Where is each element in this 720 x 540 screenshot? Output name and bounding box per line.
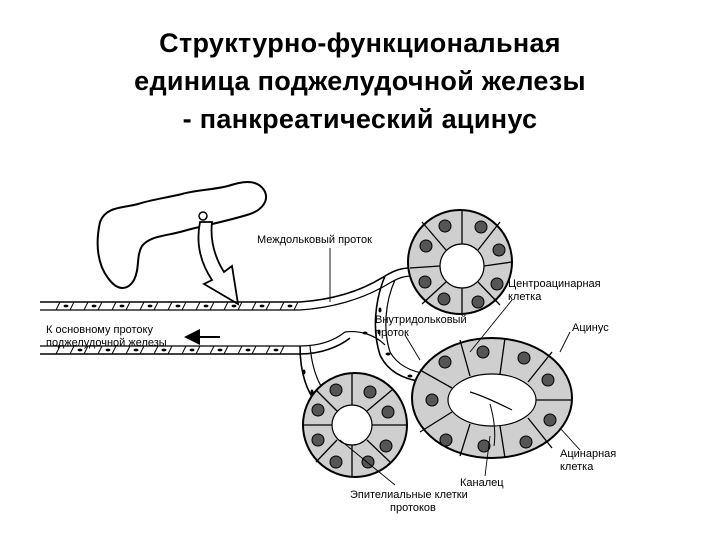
title-line-3: - панкреатический ацинус — [182, 104, 538, 134]
magnify-arrow — [197, 221, 240, 306]
label-acinus: Ацинус — [572, 322, 609, 334]
label-to-main-duct-1: К основному протоку — [46, 324, 153, 336]
label-epithelial-2: протоков — [390, 502, 436, 514]
label-interlobular-duct: Междольковый проток — [257, 234, 372, 246]
slide-title: Структурно-функциональная единица поджел… — [0, 24, 720, 138]
label-intralobular-1: Внутридольковый — [375, 314, 467, 326]
label-canaliculus: Каналец — [460, 477, 504, 489]
title-line-1: Структурно-функциональная — [159, 28, 561, 58]
pancreas-outline — [96, 181, 268, 289]
acinus-upper — [407, 209, 513, 315]
label-to-main-duct-2: поджелудочной железы — [46, 337, 167, 349]
label-intralobular-2: проток — [375, 327, 409, 339]
label-centroacinar-1: Центроацинарная — [508, 278, 601, 290]
leader-lines — [329, 248, 581, 486]
label-acinar-cell-2: клетка — [560, 461, 594, 473]
label-centroacinar-2: клетка — [508, 291, 542, 303]
label-acinar-cell-1: Ацинарная — [560, 448, 617, 460]
label-epithelial-1: Эпителиальные клетки — [350, 489, 468, 501]
title-line-2: единица поджелудочной железы — [134, 66, 586, 96]
acinus-right — [411, 337, 573, 459]
acinus-lower-left — [302, 372, 408, 478]
pancreas-sample-point — [198, 211, 208, 221]
